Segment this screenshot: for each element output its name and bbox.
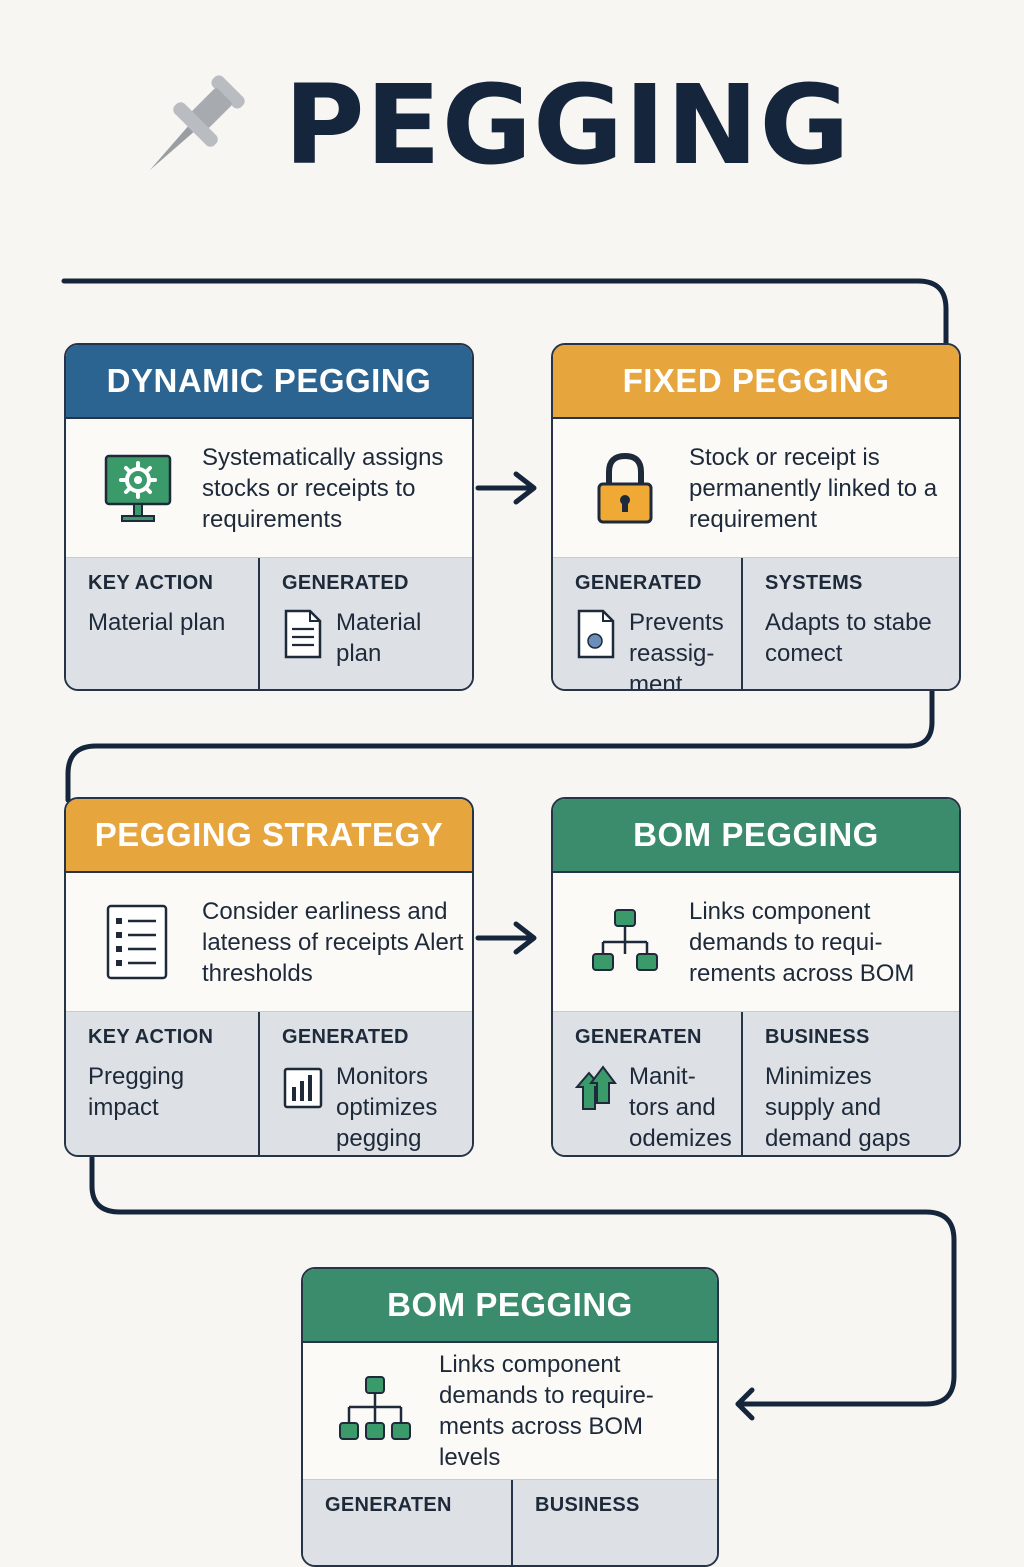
card-title: PEGGING STRATEGY <box>66 799 472 873</box>
card-title: BOM PEGGING <box>553 799 959 873</box>
document-icon <box>575 609 617 659</box>
padlock-icon <box>585 448 665 528</box>
generated-label: GENERATED <box>282 572 409 594</box>
bar-chart-icon <box>282 1063 324 1113</box>
generated-label: GENERATED <box>575 572 702 594</box>
business-label: BUSINESS <box>765 1026 870 1048</box>
document-icon <box>282 609 324 659</box>
key-action-label: KEY ACTION <box>88 1026 214 1048</box>
generated-label: GENERATEN <box>575 1026 702 1048</box>
key-action-label: KEY ACTION <box>88 572 214 594</box>
card-description: Links component demands to require-ments… <box>439 1351 654 1471</box>
generated-label: GENERATEN <box>325 1494 452 1516</box>
checklist-icon <box>98 902 178 982</box>
card-description: Consider earliness and lateness of recei… <box>202 897 464 987</box>
key-action-value: Pregging impact <box>88 1063 185 1121</box>
pushpin-icon <box>128 64 256 192</box>
hierarchy-icon <box>335 1371 415 1451</box>
fixed-pegging-card: FIXED PEGGING Stock or receipt is perman… <box>551 343 961 691</box>
key-action-value: Material plan <box>88 609 226 636</box>
pegging-strategy-card: PEGGING STRATEGY Consider earliness and … <box>64 797 474 1157</box>
generated-value: Monitors optimizes pegging <box>336 1063 438 1152</box>
systems-label: SYSTEMS <box>765 572 863 594</box>
generated-value: Manit-tors and odemizes <box>629 1063 732 1152</box>
systems-value: Adapts to stabe comect <box>765 609 932 667</box>
up-arrow-icon <box>574 1063 617 1113</box>
monitor-gear-icon <box>98 448 178 528</box>
generated-value: Prevents reassig-ment <box>629 609 724 691</box>
card-description: Systematically assigns stocks or receipt… <box>202 443 444 533</box>
bom-pegging-card: BOM PEGGING Links component demands to r… <box>551 797 961 1157</box>
dynamic-pegging-card: DYNAMIC PEGGING Systematically assigns s… <box>64 343 474 691</box>
page-title: PEGGING <box>284 61 851 189</box>
business-value: Minimizes supply and demand gaps <box>765 1063 911 1152</box>
card-description: Stock or receipt is permanently linked t… <box>689 443 938 533</box>
card-title: FIXED PEGGING <box>553 345 959 419</box>
card-description: Links component demands to requi-rements… <box>689 897 915 987</box>
bom-pegging-levels-card: BOM PEGGING Links component demands to r… <box>301 1267 719 1567</box>
card-title: BOM PEGGING <box>303 1269 717 1343</box>
generated-value: Material plan <box>336 609 422 667</box>
card-title: DYNAMIC PEGGING <box>66 345 472 419</box>
generated-label: GENERATED <box>282 1026 409 1048</box>
hierarchy-icon <box>585 902 665 982</box>
business-label: BUSINESS <box>535 1494 640 1516</box>
